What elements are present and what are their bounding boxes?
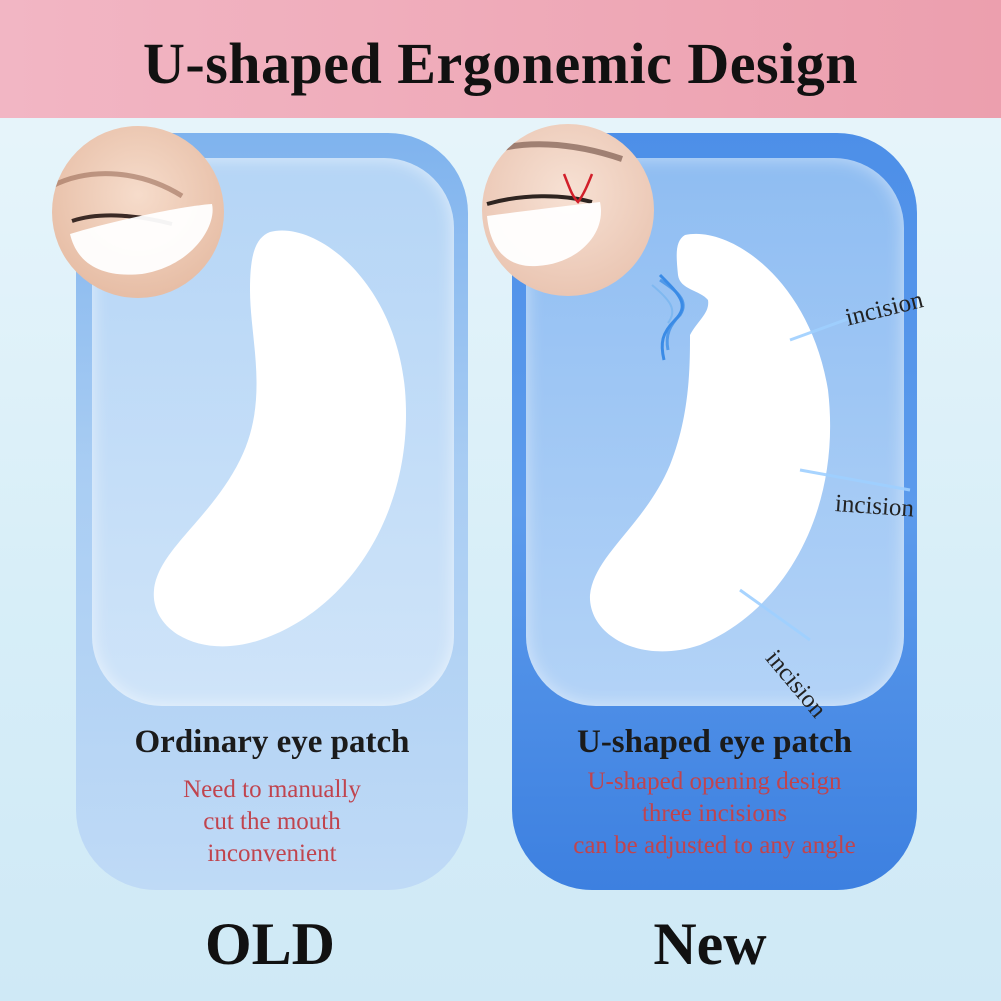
old-label: OLD — [204, 911, 336, 977]
notch-accent-icon — [651, 273, 684, 361]
new-desc-line-1: U-shaped opening design — [587, 768, 842, 795]
new-label: New — [653, 911, 767, 977]
new-patch-face-photo — [482, 124, 654, 296]
old-eye-patch — [153, 230, 407, 647]
old-desc-line-3: inconvenient — [207, 840, 337, 867]
incision-lines — [739, 298, 911, 642]
face-illustration-old — [52, 126, 224, 298]
new-heading: U-shaped eye patch — [576, 724, 852, 760]
old-patch-face-photo — [52, 126, 224, 298]
page-title: U-shaped Ergonemic Design — [143, 31, 858, 96]
old-heading: Ordinary eye patch — [134, 724, 410, 760]
incision-label-2: incision — [834, 490, 915, 523]
new-desc-line-3: can be adjusted to any angle — [573, 832, 856, 859]
old-desc-line-2: cut the mouth — [203, 808, 341, 835]
face-illustration-new — [482, 124, 654, 296]
new-desc-line-2: three incisions — [641, 800, 788, 827]
old-desc-line-1: Need to manually — [183, 776, 361, 803]
title-banner: U-shaped Ergonemic Design — [0, 0, 1001, 118]
